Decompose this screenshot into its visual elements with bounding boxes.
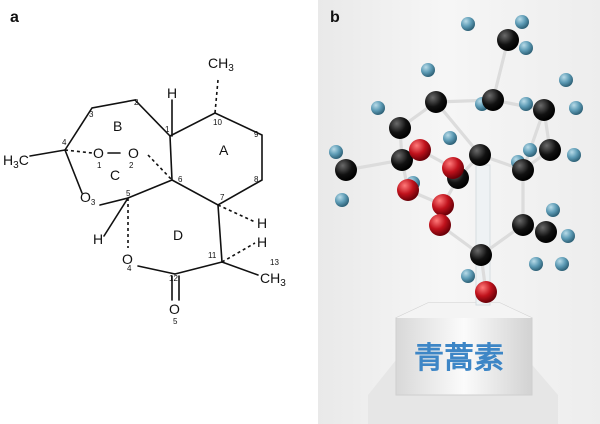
panel-a-letter: a xyxy=(10,9,19,26)
locant-11: 11 xyxy=(208,251,217,260)
carbon-atoms xyxy=(335,29,561,266)
ring-label-b: B xyxy=(113,118,122,134)
locant-2: 2 xyxy=(134,98,139,107)
atom-o3: O3 xyxy=(80,189,96,207)
bond-c10-methyl xyxy=(214,79,219,114)
ball-and-stick-model: b 青蒿素 xyxy=(329,9,583,424)
bond-c4-o3 xyxy=(64,149,83,194)
ring-label-a: A xyxy=(219,142,229,158)
atom-h-c11: H xyxy=(257,234,267,250)
bond-c5-h xyxy=(103,197,129,237)
locant-6: 6 xyxy=(178,175,183,184)
atom-ch3-c13: CH3 xyxy=(260,270,286,289)
bond-c12-o-double xyxy=(171,275,180,301)
molecular-model-photo-panel: b 青蒿素 xyxy=(318,0,600,424)
locant-10: 10 xyxy=(213,118,222,127)
bond-c11-methyl xyxy=(221,261,259,276)
locant-2-o: 2 xyxy=(129,161,134,170)
bond-c4-o1 xyxy=(64,149,93,154)
locant-9: 9 xyxy=(254,130,259,139)
bond-c12-c11 xyxy=(174,261,223,275)
oxygen-atoms xyxy=(397,139,497,303)
atom-o4: O xyxy=(122,251,133,267)
locant-4-o: 4 xyxy=(127,264,132,273)
structural-formula-drawing: a xyxy=(3,9,286,326)
atom-h-c5: H xyxy=(93,231,103,247)
bond-o3-c5-c6 xyxy=(99,179,173,206)
atom-o2: O xyxy=(128,145,139,161)
locant-1-o: 1 xyxy=(97,161,102,170)
atom-ch3-top: CH3 xyxy=(208,55,234,74)
ring-label-d: D xyxy=(173,227,183,243)
atom-o-carbonyl: O xyxy=(169,301,180,317)
model-pedestal: 青蒿素 xyxy=(368,302,558,424)
bond-o4-c12 xyxy=(137,265,176,275)
locant-12: 12 xyxy=(169,274,178,283)
pedestal-label: 青蒿素 xyxy=(414,341,504,376)
hydrogen-atoms xyxy=(329,15,583,283)
atom-h-c1: H xyxy=(167,85,177,101)
panel-b-letter: b xyxy=(330,9,340,26)
structural-formula-panel: a xyxy=(3,9,287,326)
ring-b-bonds xyxy=(64,99,171,151)
bond-o2-c6 xyxy=(147,154,173,181)
locant-8: 8 xyxy=(254,175,259,184)
atom-h-c7: H xyxy=(257,215,267,231)
bond-c4-methyl xyxy=(29,149,66,157)
atom-h3c-left: H3C xyxy=(3,152,29,171)
locant-4: 4 xyxy=(62,138,67,147)
locant-5: 5 xyxy=(126,189,131,198)
bond-c11-c7 xyxy=(217,204,223,263)
locant-1: 1 xyxy=(165,125,170,134)
ring-label-c: C xyxy=(110,167,120,183)
atom-o1: O xyxy=(93,145,104,161)
bond-c7-h xyxy=(217,204,256,223)
locant-13: 13 xyxy=(270,258,279,267)
locant-3: 3 xyxy=(89,110,94,119)
locant-5-carbonyl: 5 xyxy=(173,317,178,326)
bond-c11-h xyxy=(221,242,256,263)
locant-7: 7 xyxy=(220,193,225,202)
